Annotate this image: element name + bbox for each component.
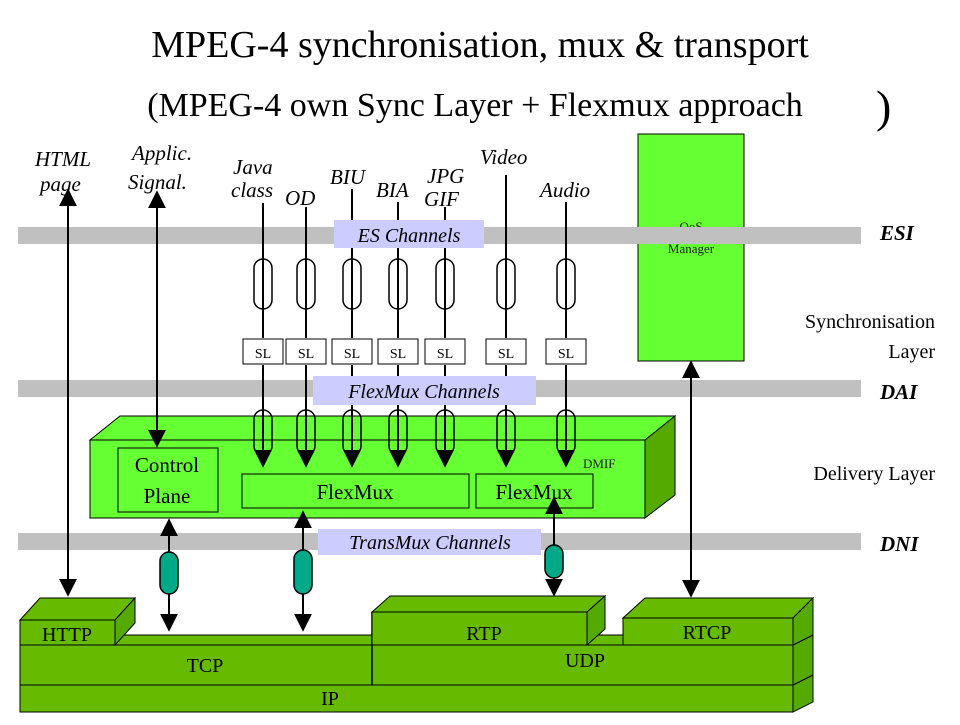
qos-manager-box: [637, 133, 745, 362]
rtp-box-top: [370, 595, 607, 613]
flexmux-channel-tube-4: [388, 409, 408, 456]
source-video-label: Video: [480, 145, 527, 169]
sl-box-6: [485, 338, 527, 365]
dmif-box-top: [88, 415, 677, 441]
sl-label-5: SL: [437, 347, 453, 362]
source-jpg-label: JPG: [427, 164, 464, 188]
rtcp-label: RTCP: [683, 622, 732, 644]
udp-label: UDP: [565, 650, 605, 672]
flexmux-box-2: [475, 473, 594, 509]
sl-box-5: [424, 338, 466, 365]
flexmux-channel-tube-7: [556, 409, 576, 456]
flexmux-channels-tag: [313, 376, 536, 405]
es-channel-tube-1: [253, 258, 273, 310]
source-class-label: class: [231, 178, 273, 202]
http-box: [19, 619, 116, 646]
ip-label: IP: [321, 688, 339, 710]
source-biu-label: BIU: [330, 165, 367, 189]
sl-box-3: [331, 338, 373, 365]
delivery-layer-label: Delivery Layer: [813, 463, 935, 485]
control-plane-label-2: Plane: [144, 484, 191, 508]
sl-box-2: [285, 338, 327, 365]
transmux-tube-flexmux-1: [293, 549, 313, 595]
es-channel-tube-5: [435, 258, 455, 310]
sl-box-4: [377, 338, 419, 365]
rtcp-box: [622, 617, 794, 646]
es-channel-tube-6: [496, 258, 516, 310]
source-signal-label: Signal.: [128, 170, 187, 194]
transmux-channels-label: TransMux Channels: [349, 532, 511, 554]
source-html-label-2: page: [38, 172, 81, 196]
flexmux-label-2: FlexMux: [495, 480, 573, 504]
esi-label: ESI: [879, 221, 915, 245]
dni-label: DNI: [879, 532, 919, 556]
es-channel-tube-2: [296, 258, 316, 310]
sl-label-6: SL: [498, 347, 514, 362]
tcp-udp-layer: [19, 644, 794, 686]
ip-layer: [19, 684, 794, 713]
rtp-label: RTP: [466, 623, 501, 645]
dai-label: DAI: [879, 380, 918, 404]
transmux-tube-control: [159, 551, 179, 595]
flexmux-channel-tube-1: [253, 409, 273, 456]
control-plane-box: [117, 447, 219, 513]
es-channel-tube-3: [342, 258, 362, 310]
flexmux-channel-tube-2: [296, 409, 316, 456]
sl-label-3: SL: [344, 347, 360, 362]
sl-label-7: SL: [558, 347, 574, 362]
rtcp-box-top: [621, 597, 815, 619]
es-channel-tube-4: [388, 258, 408, 310]
sl-label-1: SL: [255, 347, 271, 362]
flexmux-channel-tube-6: [496, 409, 516, 456]
sl-label-2: SL: [298, 347, 314, 362]
sync-layer-label-2: Layer: [888, 341, 935, 363]
sl-box-7: [545, 338, 587, 365]
title-line-2: (MPEG-4 own Sync Layer + Flexmux approac…: [147, 87, 803, 124]
sl-label-4: SL: [390, 347, 406, 362]
source-gif-label: GIF: [424, 187, 459, 211]
source-od-label: OD: [285, 186, 315, 210]
source-java-label: Java: [233, 155, 273, 179]
flexmux-box-1: [241, 473, 470, 509]
manager-label: Manager: [668, 241, 715, 256]
title-close-paren: ): [876, 81, 891, 132]
flexmux-channel-tube-5: [435, 409, 455, 456]
control-plane-label: Control: [135, 453, 199, 477]
dmif-label: DMIF: [583, 456, 616, 471]
es-channels-tag: [334, 220, 484, 248]
channel-lines: SL SL SL SL SL SL SL: [242, 175, 587, 468]
source-html-label: HTML: [34, 147, 91, 171]
flexmux-channels-label: FlexMux Channels: [347, 381, 500, 403]
source-audio-label: Audio: [538, 178, 590, 202]
title-line-1: MPEG-4 synchronisation, mux & transport: [151, 24, 809, 66]
source-applic-label: Applic.: [130, 141, 192, 165]
es-channel-tube-7: [556, 258, 576, 310]
flexmux-label-1: FlexMux: [316, 480, 394, 504]
http-label: HTTP: [42, 624, 92, 646]
sync-layer-label: Synchronisation: [805, 311, 935, 333]
transmux-tube-flexmux-2: [544, 544, 564, 579]
source-bia-label: BIA: [376, 178, 409, 202]
sl-box-1: [242, 338, 284, 365]
tcp-label: TCP: [187, 655, 224, 677]
transmux-channels-tag: [318, 529, 541, 555]
flexmux-channel-tube-3: [342, 409, 362, 456]
rtp-box: [371, 611, 588, 646]
es-channels-label: ES Channels: [357, 225, 461, 247]
